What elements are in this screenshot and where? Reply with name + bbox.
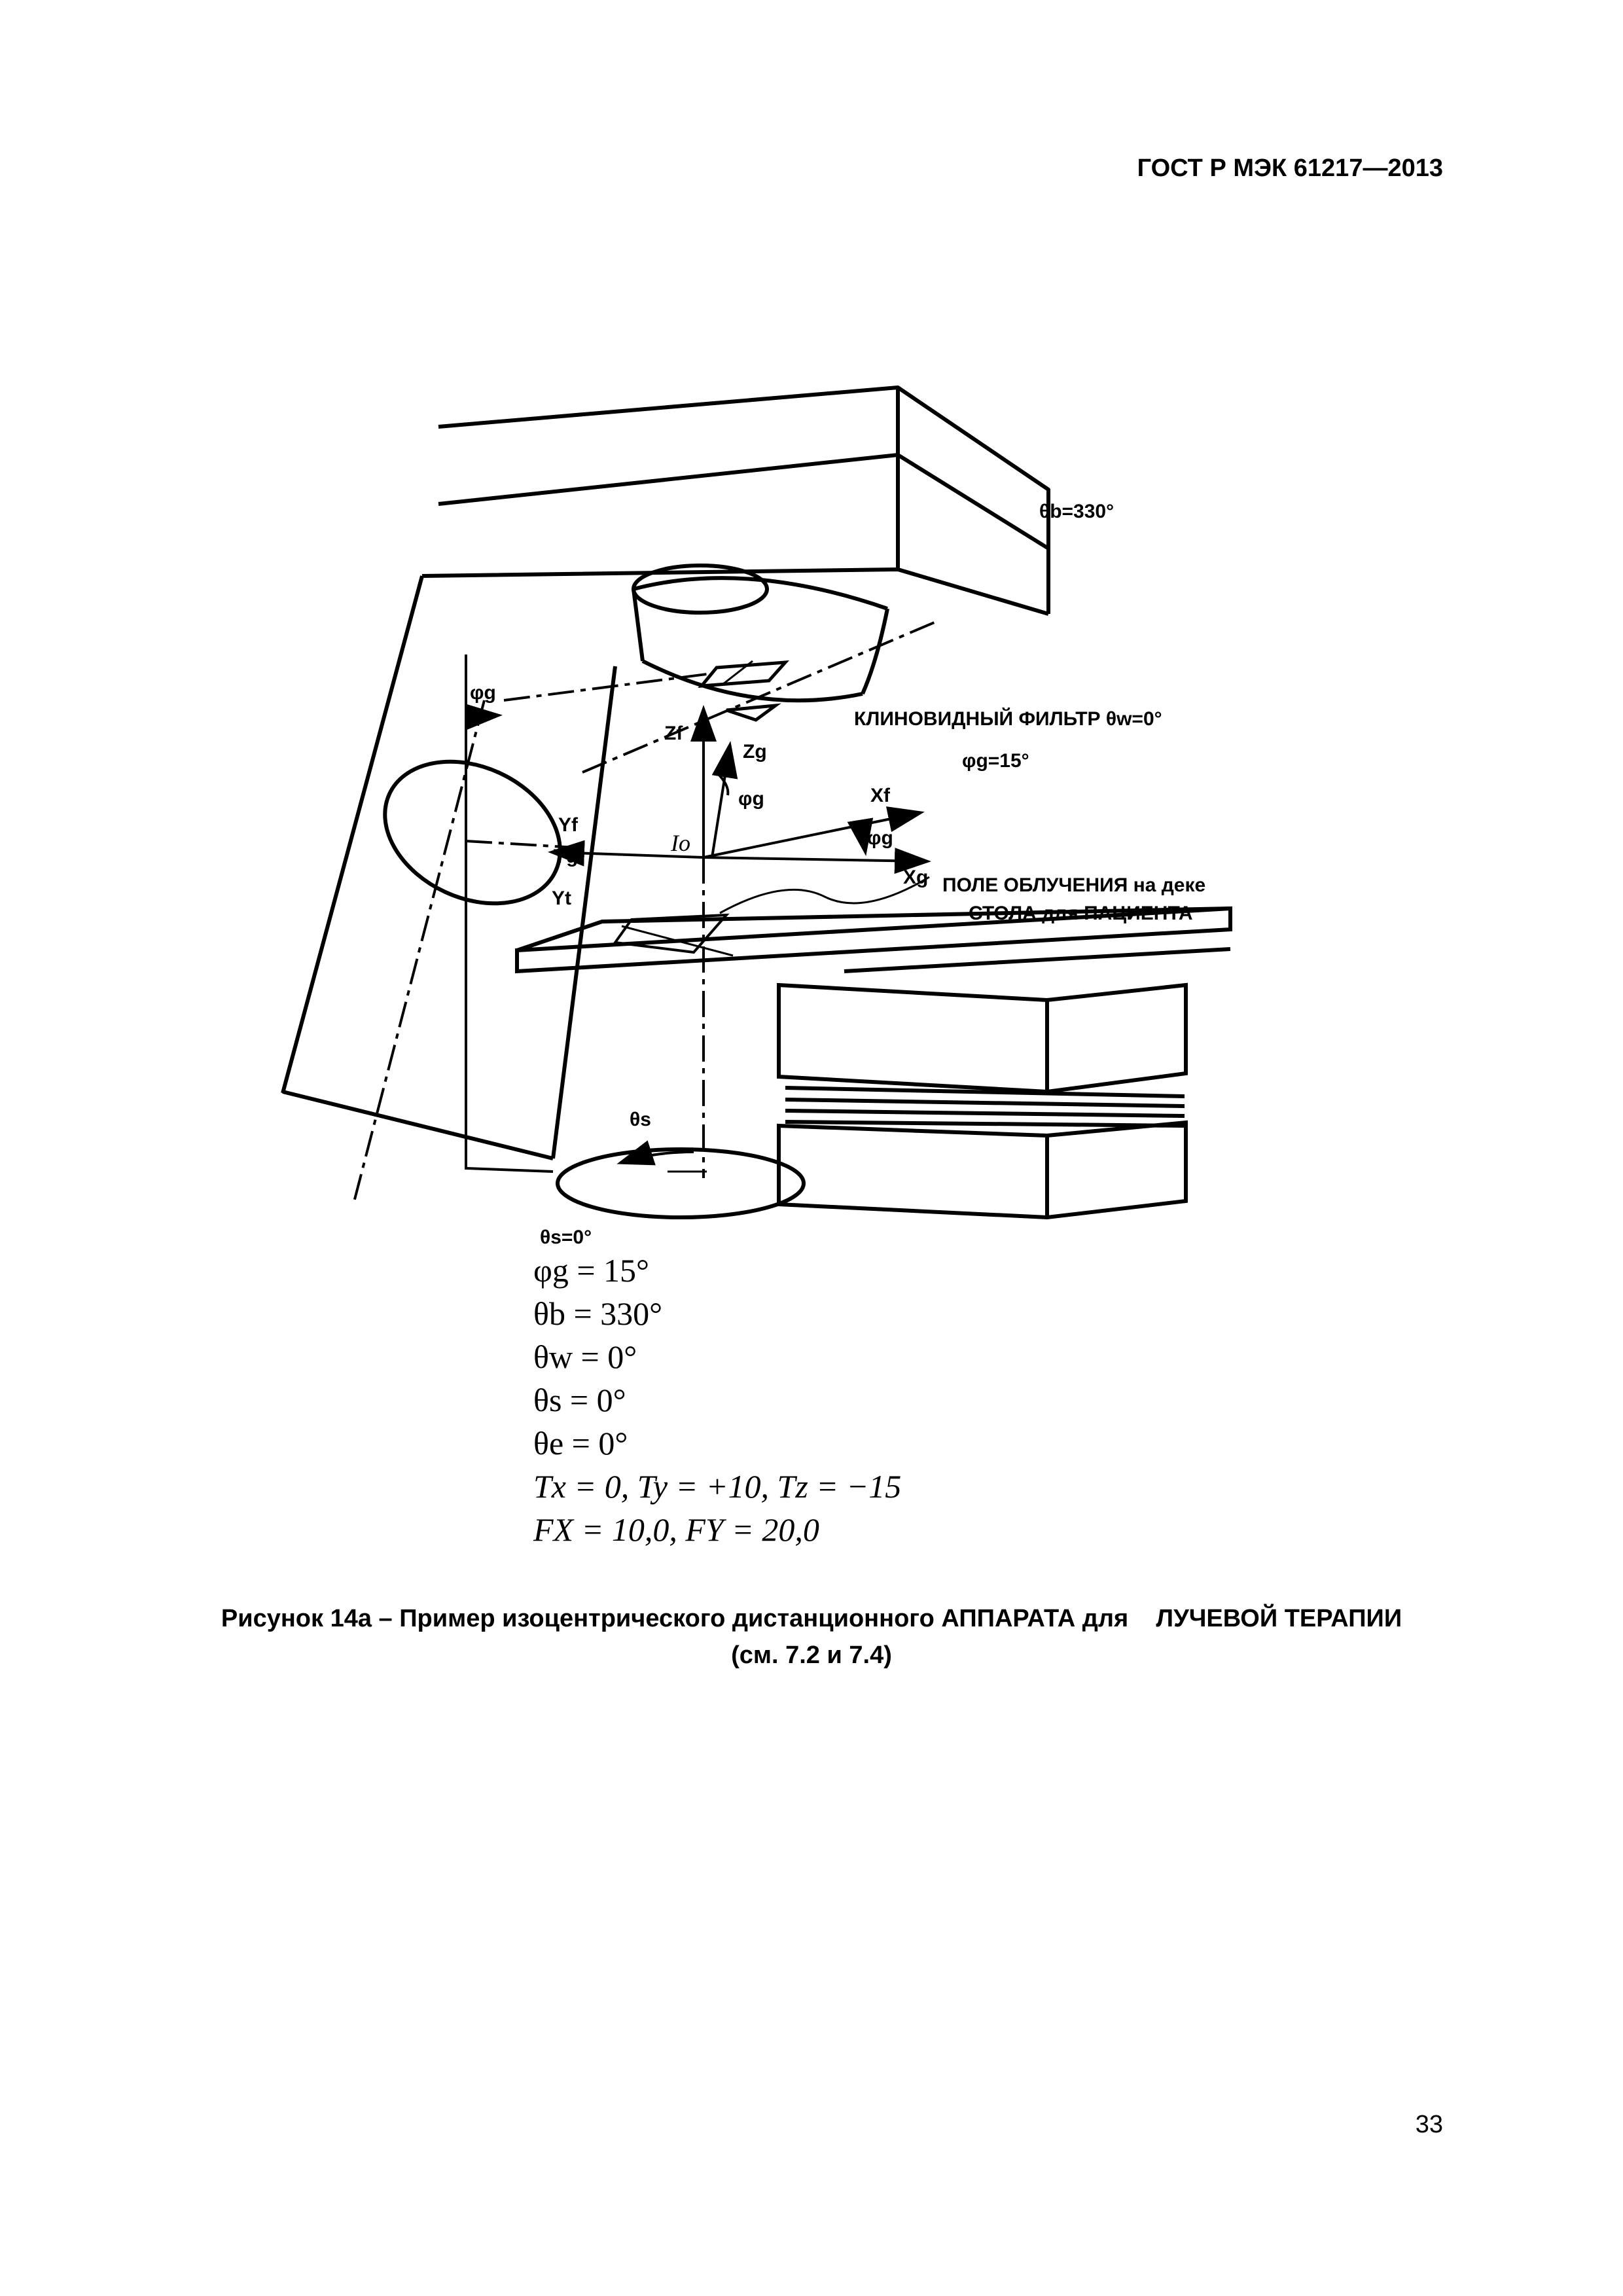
figure-caption: Рисунок 14а – Пример изоцентрического ди… bbox=[0, 1600, 1623, 1674]
gantry-phi-value-label: φg=15° bbox=[962, 750, 1029, 772]
gantry-angle-label: θb=330° bbox=[1039, 501, 1114, 522]
param-theta-w: θw = 0° bbox=[533, 1338, 637, 1375]
table-rotation-zero-label: θs=0° bbox=[540, 1227, 592, 1248]
document-header: ГОСТ Р МЭК 61217—2013 bbox=[1137, 154, 1443, 182]
irradiation-field-label-line1: ПОЛЕ ОБЛУЧЕНИЯ на деке bbox=[942, 874, 1205, 896]
wedge-filter-label: КЛИНОВИДНЫЙ ФИЛЬТР θw=0° bbox=[854, 708, 1162, 730]
axis-yg-label: Yg bbox=[553, 846, 578, 867]
parameter-list: φg = 15° θb = 330° θw = 0° θs = 0° θe = … bbox=[533, 1249, 901, 1551]
param-theta-e: θe = 0° bbox=[533, 1425, 628, 1462]
phi-g-right-label: φg bbox=[867, 827, 893, 849]
param-phi-g: φg = 15° bbox=[533, 1252, 650, 1289]
isocenter-label: Io bbox=[670, 830, 690, 856]
param-field-size: FX = 10,0, FY = 20,0 bbox=[533, 1511, 819, 1548]
gantry-head-block bbox=[421, 386, 1050, 616]
wedge-filter bbox=[698, 660, 789, 722]
irradiation-field-label-line2: СТОЛА для ПАЦИЕНТА bbox=[969, 903, 1193, 924]
axis-zf-label: Zf bbox=[664, 723, 683, 744]
axis-yt-label: Yt bbox=[552, 888, 571, 909]
axis-zg-label: Zg bbox=[743, 741, 767, 762]
figure-caption-line1: Рисунок 14а – Пример изоцентрического ди… bbox=[221, 1605, 1402, 1632]
phi-g-left-label: φg bbox=[470, 682, 496, 704]
beam-limiting-device bbox=[632, 564, 889, 703]
table-rotation-base bbox=[556, 1140, 806, 1219]
gantry-arm bbox=[281, 575, 617, 1160]
table-rotation-label: θs bbox=[630, 1109, 651, 1130]
patient-table-top bbox=[515, 906, 1232, 974]
page-number: 33 bbox=[1415, 2111, 1443, 2138]
param-theta-b: θb = 330° bbox=[533, 1295, 663, 1332]
axis-xf-label: Xf bbox=[870, 785, 891, 806]
param-translation: Tx = 0, Ty = +10, Tz = −15 bbox=[533, 1468, 902, 1505]
coordinate-axes bbox=[465, 704, 931, 874]
param-theta-s: θs = 0° bbox=[533, 1382, 626, 1418]
figure-caption-line2: (см. 7.2 и 7.4) bbox=[731, 1641, 892, 1669]
phi-g-mid-label: φg bbox=[738, 788, 764, 810]
axis-yf-label: Yf bbox=[558, 814, 579, 836]
vertical-reference-line bbox=[465, 655, 554, 1173]
axis-xg-label: Xg bbox=[903, 867, 928, 888]
field-leader-line bbox=[719, 876, 930, 914]
patient-support-ellipse bbox=[383, 759, 562, 906]
beam-axis-lines bbox=[352, 620, 936, 1205]
table-pedestal bbox=[777, 982, 1188, 1220]
